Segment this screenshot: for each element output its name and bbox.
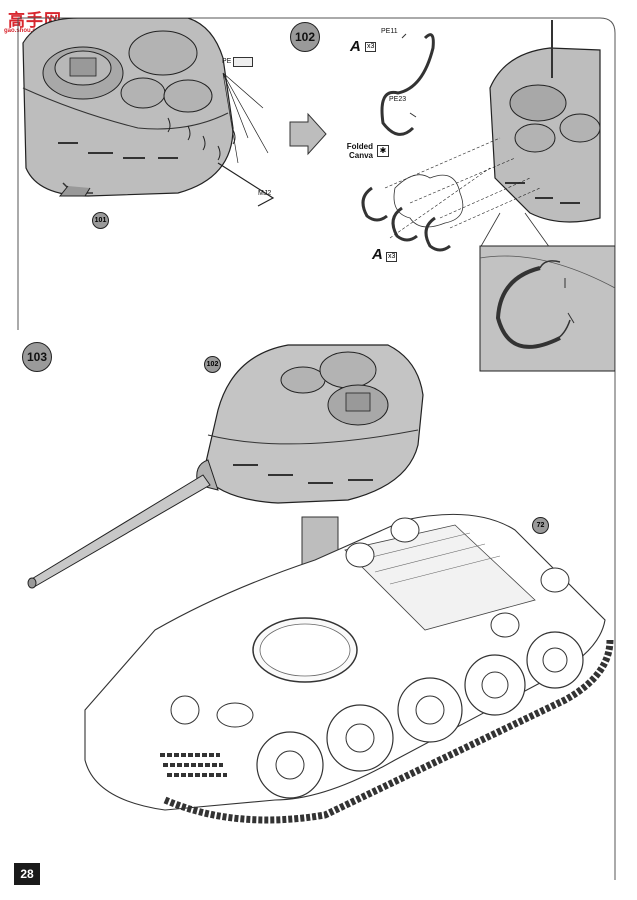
sprue-a-label-top: A: [350, 38, 361, 55]
label-pe: PE: [222, 58, 232, 65]
step-102-drawing: [361, 20, 615, 372]
label-canva: Canva: [348, 151, 373, 160]
label-pe11: PE11: [381, 28, 398, 35]
part-ref-72: 72: [532, 517, 549, 534]
next-step-arrow-icon: [289, 112, 327, 156]
label-pe23: PE23: [389, 96, 407, 103]
logo-subtext: gao.shou.com: [4, 28, 45, 34]
step-103-hull-drawing: [84, 513, 614, 824]
asterisk-icon: ✱: [377, 145, 389, 157]
step-number-102: 102: [290, 22, 320, 52]
step-103-turret-drawing: [27, 344, 424, 589]
label-folded: Folded: [346, 142, 373, 151]
label-mj2: MJ2: [258, 190, 272, 197]
quantity-top: x3: [365, 42, 377, 52]
page-number: 28: [14, 863, 40, 885]
step-number-103: 103: [22, 342, 52, 372]
part-ref-101: 101: [92, 212, 109, 229]
pe-fret-icon: [233, 57, 253, 67]
sprue-a-label-bottom: A: [372, 246, 383, 263]
step-101-turret-drawing: [22, 18, 275, 207]
part-ref-102: 102: [204, 356, 221, 373]
quantity-bottom: x3: [386, 252, 398, 262]
